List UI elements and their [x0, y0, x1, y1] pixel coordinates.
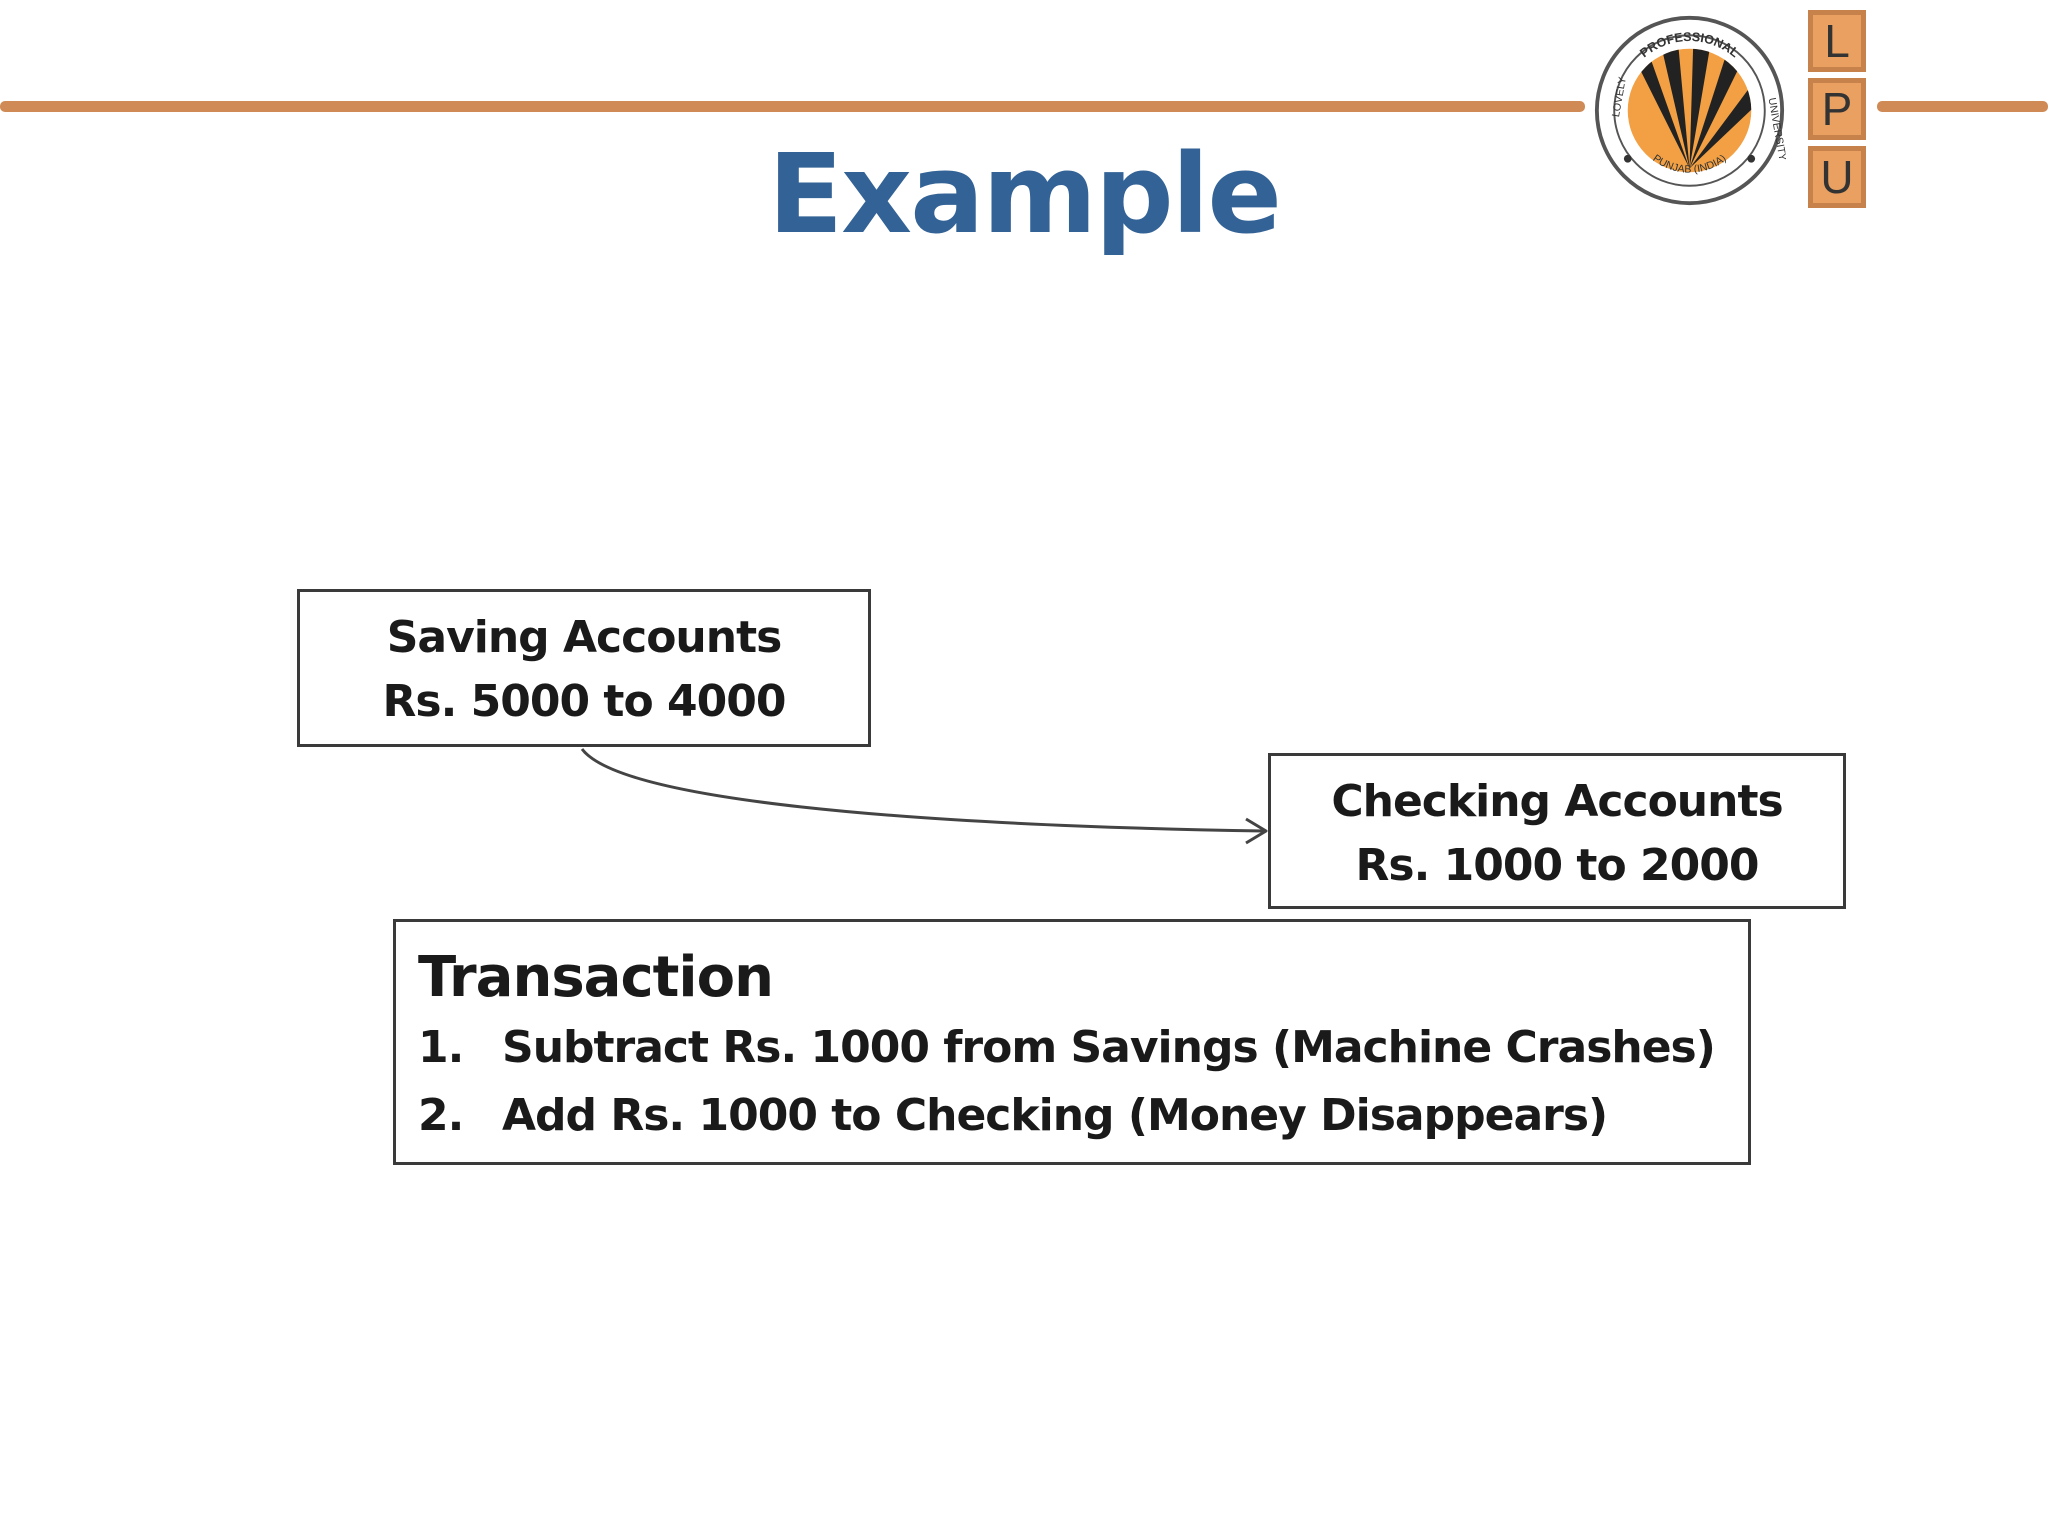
lpu-letter-logo: L P U [1808, 10, 1866, 214]
checking-accounts-box: Checking Accounts Rs. 1000 to 2000 [1268, 753, 1846, 909]
step-text: Add Rs. 1000 to Checking (Money Disappea… [502, 1090, 1608, 1141]
saving-accounts-amount: Rs. 5000 to 4000 [382, 676, 787, 727]
saving-accounts-label: Saving Accounts [386, 612, 783, 663]
step-number: 1. [418, 1022, 464, 1073]
checking-accounts-label: Checking Accounts [1331, 776, 1783, 827]
step-number: 2. [418, 1090, 464, 1141]
university-seal-logo: PROFESSIONAL LOVELY UNIVERSITY PUNJAB (I… [1594, 15, 1786, 206]
transaction-title: Transaction [418, 945, 774, 1010]
slide-title: Example [768, 130, 1282, 258]
logo-letter-l: L [1808, 10, 1866, 72]
logo-letter-p: P [1808, 78, 1866, 140]
header-rule-left [0, 101, 1585, 112]
logo-letter-u: U [1808, 146, 1866, 208]
step-text: Subtract Rs. 1000 from Savings (Machine … [502, 1022, 1716, 1073]
transaction-box: Transaction 1. Subtract Rs. 1000 from Sa… [393, 919, 1751, 1165]
header-rule-right [1877, 101, 2048, 112]
transaction-step: 1. Subtract Rs. 1000 from Savings (Machi… [418, 1014, 1748, 1082]
checking-accounts-amount: Rs. 1000 to 2000 [1355, 840, 1760, 891]
transaction-step: 2. Add Rs. 1000 to Checking (Money Disap… [418, 1082, 1748, 1150]
saving-accounts-box: Saving Accounts Rs. 5000 to 4000 [297, 589, 871, 747]
